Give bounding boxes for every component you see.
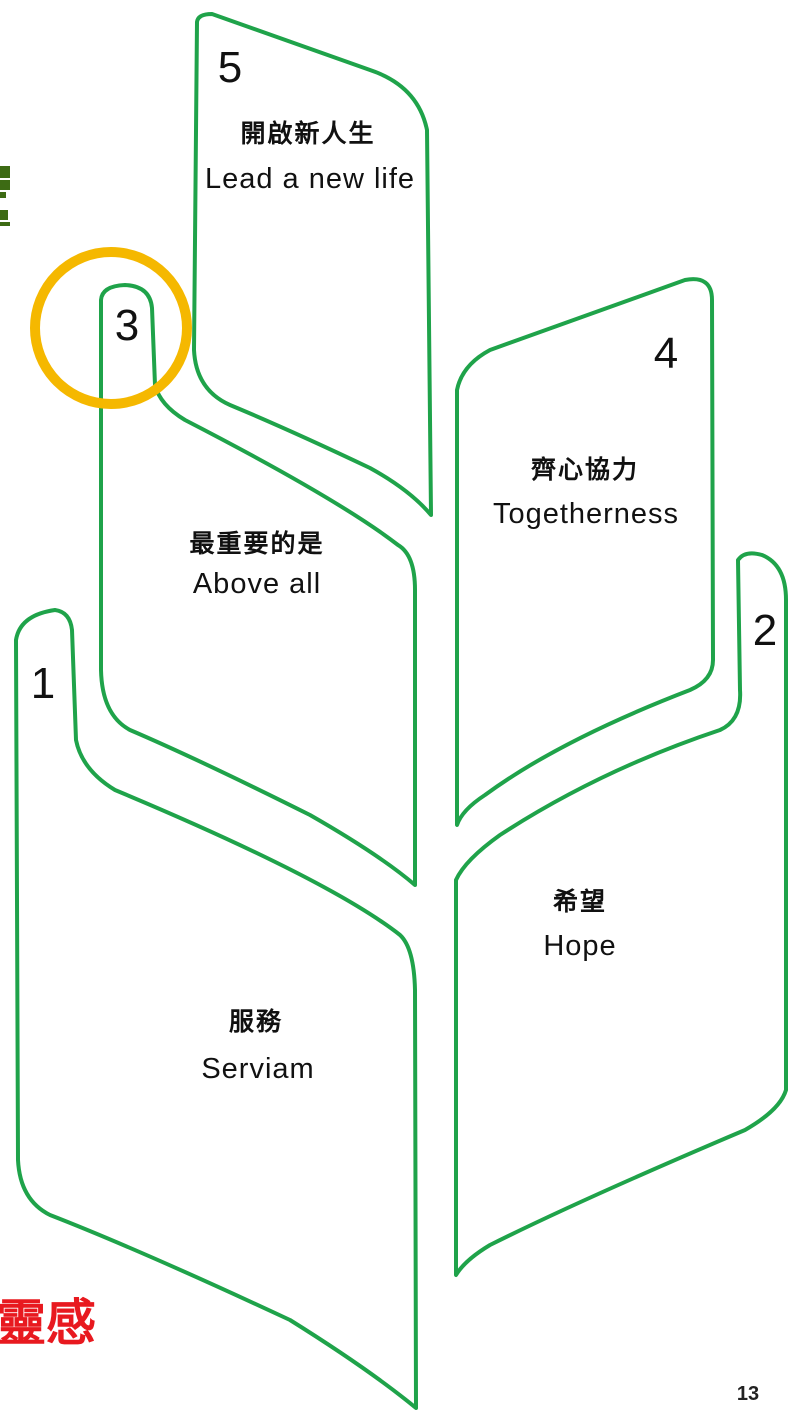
leaf-3-number: 3 bbox=[115, 301, 139, 350]
leaf-3-zh-label: 最重要的是 bbox=[189, 529, 324, 558]
leaf-2-number: 2 bbox=[753, 606, 777, 655]
leaf-5-number: 5 bbox=[218, 43, 242, 92]
leaf-2-outline bbox=[456, 553, 786, 1275]
side-text-bottom: 靈感 bbox=[0, 1294, 96, 1352]
page-number: 13 bbox=[737, 1383, 759, 1405]
leaf-2-zh-label: 希望 bbox=[553, 887, 607, 916]
leaf-5-zh-label: 開啟新人生 bbox=[240, 119, 375, 148]
leaf-3-en-label: Above all bbox=[193, 568, 321, 600]
leaf-4-en-label: Togetherness bbox=[493, 498, 679, 530]
leaf-5-en-label: Lead a new life bbox=[205, 163, 415, 195]
leaf-4-zh-label: 齊心協力 bbox=[531, 455, 639, 484]
leaf-4-number: 4 bbox=[654, 329, 678, 378]
leaf-2-en-label: Hope bbox=[543, 930, 616, 962]
leaf-1-zh-label: 服務 bbox=[229, 1007, 283, 1036]
highlight-ring bbox=[35, 252, 187, 404]
title-fragment-graphic bbox=[0, 166, 10, 226]
leaf-1-number: 1 bbox=[31, 659, 55, 708]
leaf-1-en-label: Serviam bbox=[201, 1053, 314, 1085]
leaf-1-outline bbox=[16, 610, 416, 1408]
